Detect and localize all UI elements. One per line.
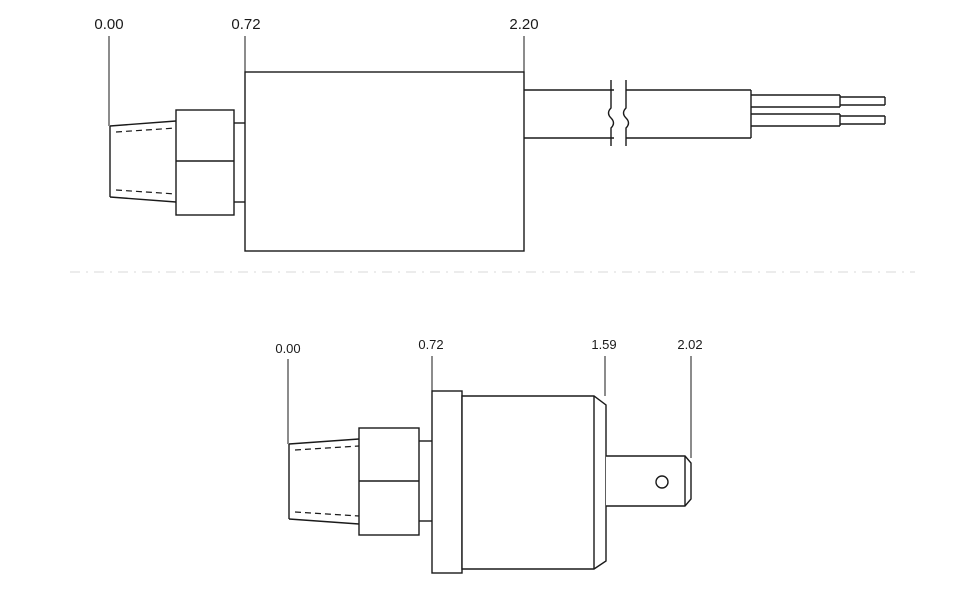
bottom-dimension-2: 1.59 — [591, 337, 616, 352]
top-view-sensor: 0.00 0.72 2.20 — [94, 16, 886, 252]
top-cable-right — [626, 89, 752, 139]
terminal-hole — [655, 475, 669, 489]
top-neck — [234, 122, 245, 203]
top-dimension-0: 0.00 — [94, 16, 123, 33]
top-wire-upper — [751, 94, 886, 108]
bottom-view-sensor: 0.00 0.72 1.59 2.02 — [275, 337, 703, 574]
bottom-neck — [419, 440, 432, 522]
bottom-threaded-fitting — [288, 438, 360, 525]
bottom-dimension-0: 0.00 — [275, 341, 300, 356]
bottom-hex-nut — [358, 427, 420, 536]
top-threaded-fitting — [109, 120, 177, 203]
bottom-dimension-1: 0.72 — [418, 337, 443, 352]
top-cable-break-symbol — [607, 80, 630, 146]
bottom-flange — [431, 390, 463, 574]
top-main-body — [244, 71, 525, 252]
top-dimension-1: 0.72 — [231, 16, 260, 33]
bottom-housing — [461, 395, 607, 570]
top-cable-left — [524, 89, 614, 139]
bottom-dimension-3: 2.02 — [677, 337, 702, 352]
bottom-spade-terminal — [606, 455, 692, 507]
top-dimension-2: 2.20 — [509, 16, 538, 33]
top-hex-nut — [175, 109, 235, 216]
top-wire-lower — [751, 113, 886, 127]
